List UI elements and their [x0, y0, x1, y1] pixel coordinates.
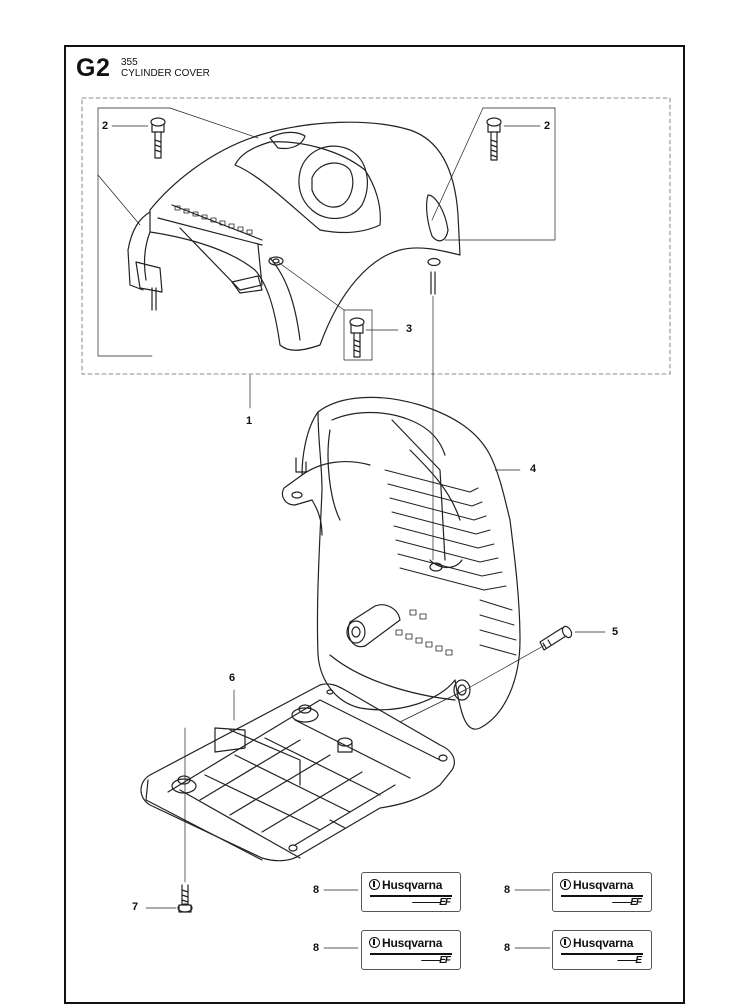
callout-8-b: 8: [504, 884, 511, 896]
callout-2-right: 2: [544, 120, 551, 132]
callout-3: 3: [406, 323, 413, 335]
decal-husqvarna-2: Husqvarna ——EF: [552, 872, 652, 912]
crown-logo-icon: [560, 937, 571, 948]
diagram-frame: [64, 45, 685, 1004]
callout-5: 5: [612, 626, 619, 638]
callout-7: 7: [132, 901, 139, 913]
cover-vent-slots: [395, 609, 453, 656]
cooling-fins: [384, 469, 517, 656]
screw-2-right: [486, 117, 502, 161]
vent-slots: [174, 205, 253, 235]
decal-husqvarna-1: Husqvarna ———EF: [361, 872, 461, 912]
section-code: G2: [76, 54, 111, 82]
lower-cover-part: [281, 396, 521, 730]
callout-8-a: 8: [313, 884, 320, 896]
decal-brand: Husqvarna: [382, 878, 443, 892]
decal-tag: ——EF: [421, 955, 451, 966]
assembly-box: [81, 97, 671, 375]
bottom-plate-part: [140, 683, 455, 862]
decal-brand: Husqvarna: [573, 878, 634, 892]
decal-husqvarna-4: Husqvarna ——E: [552, 930, 652, 970]
screw-3: [349, 317, 365, 358]
decal-brand: Husqvarna: [382, 936, 443, 950]
crown-logo-icon: [369, 879, 380, 890]
callout-8-c: 8: [313, 942, 320, 954]
decal-rule: [370, 895, 452, 897]
crown-logo-icon: [369, 937, 380, 948]
callout-4: 4: [530, 463, 537, 475]
crown-logo-icon: [560, 879, 571, 890]
screw-7: [177, 884, 193, 913]
top-cover-part: [127, 121, 461, 351]
callout-8-d: 8: [504, 942, 511, 954]
decal-tag: ——E: [617, 955, 642, 966]
section-title: CYLINDER COVER: [121, 68, 210, 79]
decal-husqvarna-3: Husqvarna ——EF: [361, 930, 461, 970]
leader-lines: [111, 125, 606, 949]
callout-2-left: 2: [102, 120, 109, 132]
model-number: 355: [121, 57, 138, 68]
decal-brand: Husqvarna: [573, 936, 634, 950]
screw-2-left: [150, 117, 166, 159]
decal-tag: ——EF: [612, 897, 642, 908]
callout-1: 1: [246, 415, 253, 427]
leader-lines-2: [97, 107, 556, 361]
decal-tag: ———EF: [412, 897, 451, 908]
decal-rule: [370, 953, 452, 955]
callout-6: 6: [229, 672, 236, 684]
screw-5: [539, 625, 573, 651]
decal-rule: [561, 953, 643, 955]
decal-rule: [561, 895, 643, 897]
